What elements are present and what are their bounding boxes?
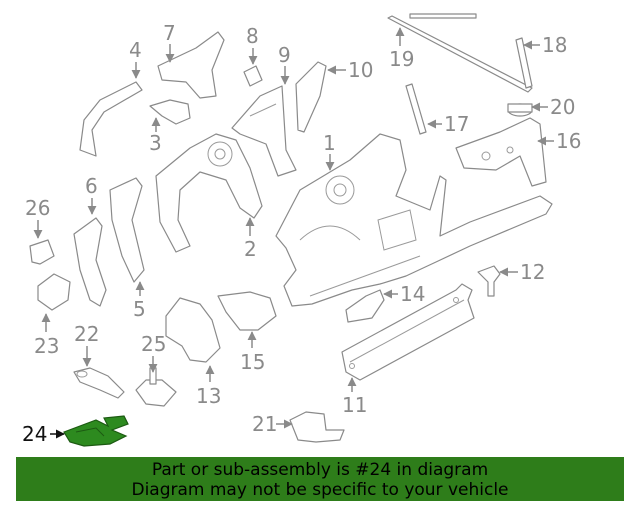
part-10-panel[interactable] (295, 61, 327, 133)
callout-22: 22 (74, 322, 99, 367)
svg-text:19: 19 (389, 47, 414, 71)
banner-line-2: Diagram may not be specific to your vehi… (131, 480, 509, 500)
callout-23: 23 (34, 313, 59, 358)
svg-text:5: 5 (133, 297, 146, 321)
svg-text:10: 10 (348, 58, 373, 82)
part-20-clamp[interactable] (507, 103, 533, 117)
svg-text:12: 12 (520, 260, 545, 284)
callout-18: 18 (523, 33, 567, 57)
part-8-clip[interactable] (243, 65, 263, 87)
callout-21: 21 (252, 412, 293, 436)
svg-text:3: 3 (149, 131, 162, 155)
svg-text:13: 13 (196, 384, 221, 408)
part-3-bracket[interactable] (149, 99, 191, 125)
banner-line-1: Part or sub-assembly is #24 in diagram (151, 460, 489, 480)
callout-17: 17 (427, 112, 469, 136)
callout-5: 5 (133, 281, 146, 321)
callout-13: 13 (196, 365, 221, 408)
svg-text:18: 18 (542, 33, 567, 57)
svg-text:15: 15 (240, 350, 265, 374)
part-12-bracket[interactable] (477, 265, 501, 297)
callout-20: 20 (531, 95, 575, 119)
part-13-bracket[interactable] (165, 297, 221, 363)
callout-25: 25 (141, 332, 166, 373)
info-banner: Part or sub-assembly is #24 in diagram D… (16, 457, 624, 501)
svg-text:9: 9 (278, 43, 291, 67)
svg-text:11: 11 (342, 393, 367, 417)
part-25-stud[interactable] (135, 367, 177, 407)
callout-3: 3 (149, 117, 162, 155)
part-15-panel[interactable] (217, 291, 277, 331)
svg-text:23: 23 (34, 334, 59, 358)
svg-text:22: 22 (74, 322, 99, 346)
part-19-strut-bar[interactable] (387, 13, 533, 93)
callout-6: 6 (85, 174, 98, 215)
callout-2: 2 (244, 217, 257, 261)
part-1-side-member[interactable] (275, 133, 553, 307)
part-26-clip[interactable] (29, 239, 55, 265)
part-23-bracket[interactable] (37, 273, 71, 311)
callout-26: 26 (25, 196, 50, 239)
callout-14: 14 (383, 282, 425, 306)
part-7-upper-bracket[interactable] (157, 31, 225, 99)
part-5-pillar[interactable] (109, 177, 145, 283)
part-14-bracket[interactable] (345, 289, 385, 323)
part-21-bracket[interactable] (289, 411, 345, 443)
callout-24: 24 (22, 422, 65, 446)
svg-text:21: 21 (252, 412, 277, 436)
part-18-brace-rod[interactable] (515, 37, 533, 89)
part-11-lower-rail[interactable] (341, 283, 475, 381)
svg-text:25: 25 (141, 332, 166, 356)
callout-12: 12 (499, 260, 545, 284)
svg-text:2: 2 (244, 237, 257, 261)
svg-text:1: 1 (323, 131, 336, 155)
callout-15: 15 (240, 331, 265, 374)
svg-text:8: 8 (246, 24, 259, 48)
callout-19: 19 (389, 27, 414, 71)
part-22-bracket[interactable] (73, 367, 125, 399)
callout-1: 1 (323, 131, 336, 171)
svg-text:14: 14 (400, 282, 425, 306)
callout-10: 10 (327, 58, 373, 82)
svg-text:20: 20 (550, 95, 575, 119)
svg-text:26: 26 (25, 196, 50, 220)
part-6-pillar[interactable] (73, 217, 107, 307)
part-4-arm[interactable] (79, 81, 143, 157)
svg-text:17: 17 (444, 112, 469, 136)
svg-text:6: 6 (85, 174, 98, 198)
svg-text:16: 16 (556, 129, 581, 153)
part-17-rod[interactable] (405, 83, 427, 135)
callout-4: 4 (129, 38, 142, 79)
callout-11: 11 (342, 377, 367, 417)
svg-text:7: 7 (163, 21, 176, 45)
svg-text:4: 4 (129, 38, 142, 62)
part-2-wheelhouse[interactable] (155, 133, 263, 253)
callout-16: 16 (537, 129, 581, 153)
callout-7: 7 (163, 21, 176, 63)
callout-8: 8 (246, 24, 259, 65)
part-9-bracket[interactable] (231, 85, 297, 177)
parts-diagram: 1 2 3 4 5 6 7 8 9 10 11 12 (22, 13, 581, 447)
callout-9: 9 (278, 43, 291, 85)
svg-text:24: 24 (22, 422, 47, 446)
part-24-highlighted[interactable] (63, 415, 129, 447)
part-16-bracket[interactable] (455, 117, 547, 187)
